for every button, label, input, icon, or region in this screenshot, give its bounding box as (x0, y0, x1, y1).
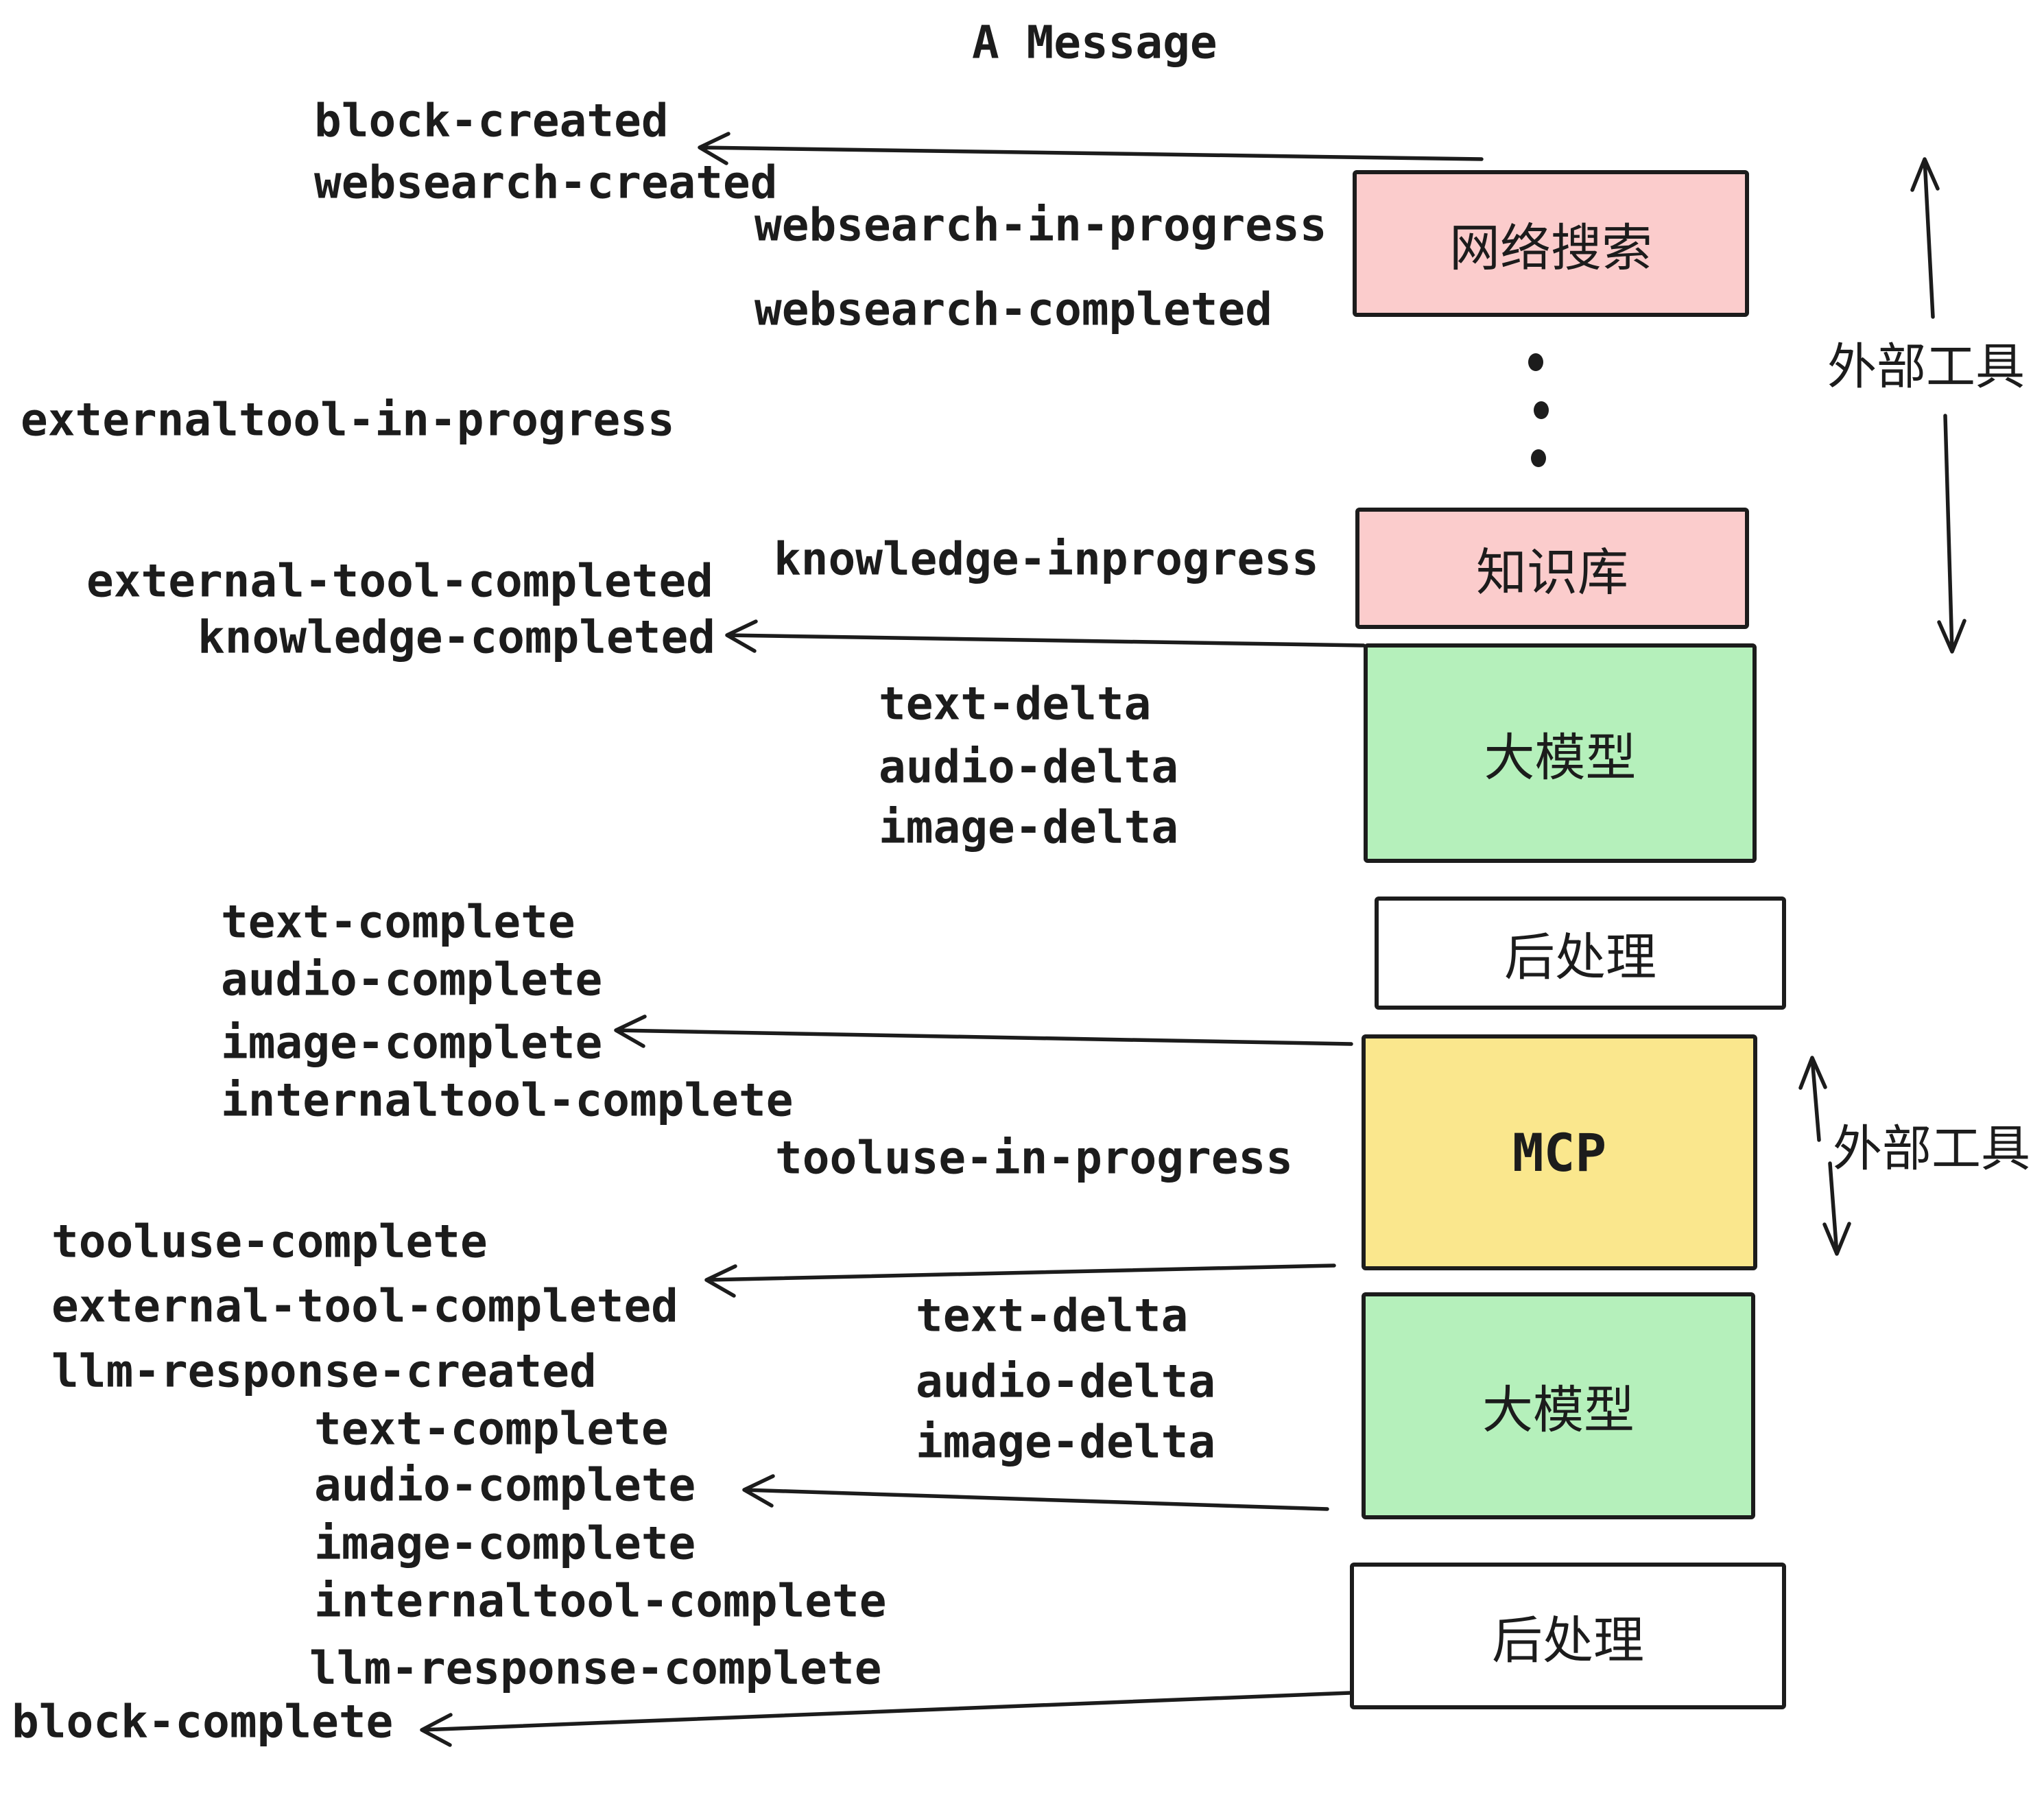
event-label-knowledge-inprogress: knowledge-inprogress (774, 532, 1319, 586)
event-label-externaltool-in-progress: externaltool-in-progress (21, 393, 675, 447)
event-label-websearch-in-progress: websearch-in-progress (754, 198, 1327, 252)
box-postprocess-2-label: 后处理 (1492, 1611, 1644, 1669)
diagram-title: A Message (972, 16, 1217, 69)
event-label-audio-delta-2: audio-delta (916, 1355, 1216, 1408)
box-knowledge: 知识库 (1355, 508, 1749, 629)
box-postprocess-2: 后处理 (1350, 1563, 1786, 1709)
box-mcp-label: MCP (1512, 1121, 1607, 1183)
event-label-websearch-completed: websearch-completed (754, 283, 1272, 336)
box-llm-1-label: 大模型 (1484, 728, 1637, 786)
event-label-llm-response-created: llm-response-created (51, 1344, 597, 1398)
event-label-image-complete: image-complete (221, 1016, 603, 1069)
arrow-external-tools-2-up (1798, 1056, 1827, 1142)
box-llm-2-label: 大模型 (1482, 1381, 1635, 1438)
arrow-block-complete (420, 1691, 1352, 1747)
event-label-image-complete-2: image-complete (314, 1517, 696, 1570)
box-llm-2: 大模型 (1362, 1292, 1755, 1519)
box-postprocess-1-label: 后处理 (1504, 929, 1656, 986)
arrow-knowledge-completed (725, 619, 1366, 653)
arrow-complete-2 (742, 1474, 1329, 1511)
event-label-image-delta-2: image-delta (916, 1415, 1216, 1469)
event-label-llm-response-complete: llm-response-complete (309, 1641, 882, 1695)
box-websearch: 网络搜索 (1353, 170, 1749, 317)
box-llm-1: 大模型 (1364, 643, 1757, 863)
event-label-knowledge-completed: knowledge-completed (198, 610, 715, 664)
event-label-text-complete-2: text-complete (314, 1402, 669, 1456)
event-label-websearch-created: websearch-created (314, 156, 778, 209)
event-label-audio-complete: audio-complete (221, 953, 603, 1006)
event-label-internaltool-complete: internaltool-complete (221, 1073, 794, 1127)
box-knowledge-label: 知识库 (1476, 544, 1628, 601)
event-label-text-complete: text-complete (221, 895, 575, 949)
event-label-block-complete: block-complete (12, 1695, 394, 1748)
box-websearch-label: 网络搜索 (1449, 219, 1652, 276)
arrow-external-tools-1-down (1937, 414, 1966, 654)
event-label-image-delta: image-delta (879, 800, 1179, 854)
event-label-tooluse-in-progress: tooluse-in-progress (775, 1131, 1293, 1185)
event-label-tooluse-complete: tooluse-complete (51, 1215, 488, 1268)
ellipsis-dot (1528, 353, 1543, 371)
arrow-complete-1 (614, 1014, 1353, 1048)
event-label-text-delta: text-delta (879, 677, 1152, 731)
side-label-external-tools-1: 外部工具 (1827, 340, 2025, 395)
box-postprocess-1: 后处理 (1375, 897, 1786, 1010)
event-label-internaltool-complete-2: internaltool-complete (314, 1574, 887, 1628)
arrow-external-tools-1-up (1910, 157, 1940, 319)
event-label-external-tool-completed: external-tool-completed (86, 554, 713, 608)
event-label-audio-complete-2: audio-complete (314, 1458, 696, 1512)
box-mcp: MCP (1362, 1034, 1757, 1270)
arrow-block-created (698, 132, 1484, 165)
event-label-external-tool-completed-2: external-tool-completed (51, 1279, 678, 1333)
event-label-text-delta-2: text-delta (916, 1289, 1189, 1342)
ellipsis-dot (1534, 401, 1549, 419)
ellipsis-dot (1531, 449, 1546, 467)
event-label-block-created: block-created (314, 94, 669, 147)
event-label-audio-delta: audio-delta (879, 740, 1179, 794)
side-label-external-tools-2: 外部工具 (1833, 1121, 2031, 1177)
